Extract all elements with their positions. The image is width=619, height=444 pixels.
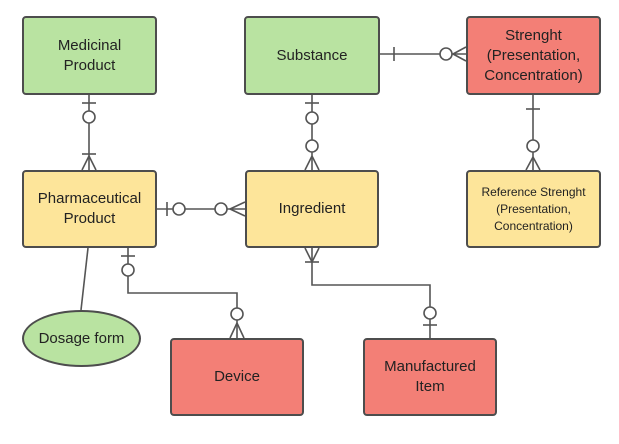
entity-ingredient[interactable]: Ingredient [245,170,379,248]
entity-strength-label: Strenght (Presentation, Concentration) [484,26,583,84]
rel-pharmaceutical-dosage [80,247,89,311]
entity-strength[interactable]: Strenght (Presentation, Concentration) [466,16,601,95]
entity-pharmaceutical-product[interactable]: Pharmaceutical Product [22,170,157,248]
rel-substance-ingredient [304,95,320,171]
rel-pharmaceutical-ingredient [157,201,246,217]
rel-ingredient-manufactured-markers [304,247,437,326]
entity-medicinal-product[interactable]: Medicinal Product [22,16,157,95]
rel-medicinal-pharmaceutical [81,95,97,171]
entity-substance[interactable]: Substance [244,16,380,95]
entity-reference-strength-label: Reference Strenght (Presentation, Concen… [481,184,586,233]
entity-manufactured-item-label: Manufactured Item [384,358,476,395]
rel-pharmaceutical-device-markers [121,255,245,339]
entity-medicinal-product-label: Medicinal Product [57,36,122,74]
rel-pharmaceutical-device [127,248,238,338]
entity-substance-label: Substance [276,46,348,64]
entity-dosage-form[interactable]: Dosage form [22,310,141,367]
entity-pharmaceutical-product-label: Pharmaceutical Product [37,190,142,227]
rel-substance-strength [380,46,467,62]
entity-ingredient-label: Ingredient [278,200,346,217]
entity-dosage-form-label: Dosage form [38,330,125,347]
rel-ingredient-manufactured [311,248,431,338]
rel-strength-reference [525,95,541,171]
entity-device-label: Device [214,368,260,385]
entity-reference-strength[interactable]: Reference Strenght (Presentation, Concen… [466,170,601,248]
entity-manufactured-item[interactable]: Manufactured Item [363,338,497,416]
entity-device[interactable]: Device [170,338,304,416]
